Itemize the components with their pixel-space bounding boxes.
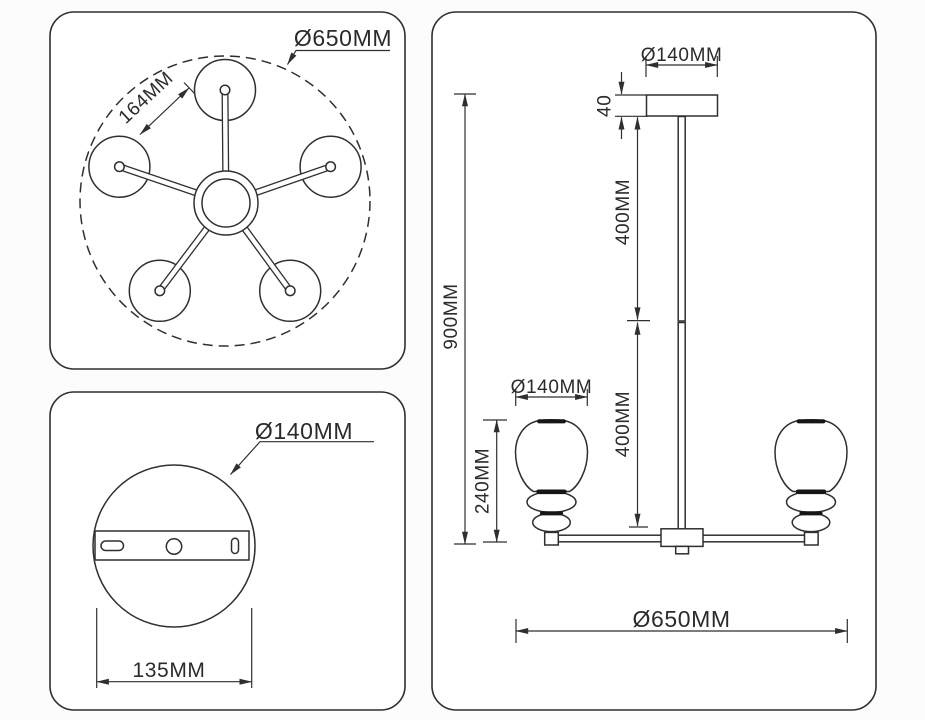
shade-right (774, 419, 848, 533)
socket-left (543, 531, 560, 546)
overall-width-label: Ø650MM (633, 606, 731, 632)
arm-tip-lower-left (154, 285, 166, 297)
rod-lower-segment (677, 321, 686, 531)
hub-finial (674, 545, 690, 555)
shade-right-lower-disc (791, 512, 831, 533)
shade-left-body (514, 419, 589, 493)
dim-canopy-height: 40 (595, 72, 648, 139)
canopy-diameter-side-label: Ø140MM (641, 45, 723, 66)
ceiling-canopy (645, 94, 719, 117)
canopy-diameter-label: Ø140MM (255, 418, 353, 444)
shade-left-top-cap (537, 419, 566, 424)
dim-canopy-diameter: Ø140MM (641, 45, 723, 77)
dim-lower-rod: 400MM (613, 322, 648, 528)
hole-spacing-label: 135MM (132, 659, 205, 682)
arm-tip-lower-right (284, 285, 296, 297)
panel-side-view: Ø140MM 40 400MM 400MM Ø140MM (431, 11, 877, 711)
shade-diameter-label: Ø140MM (511, 377, 593, 398)
arm-tip-upper-right (325, 161, 337, 173)
overall-diameter-label: Ø650MM (294, 25, 392, 51)
mounting-center-hole (165, 538, 183, 555)
dim-hole-spacing: 135MM (96, 608, 253, 688)
mounting-bar (94, 530, 250, 561)
shade-right-middle-disc (785, 490, 837, 514)
panel-mount-view: 135MM Ø140MM (49, 391, 406, 711)
shade-left (514, 419, 589, 533)
panel-top-view: 164MM Ø650MM (49, 11, 406, 370)
shade-right-body (774, 419, 848, 493)
dim-shade-diameter: Ø140MM (511, 377, 593, 406)
label-canopy-diameter-mount-view: Ø140MM (230, 418, 374, 475)
shade-height-label: 240MM (473, 448, 494, 514)
shade-left-middle-disc (526, 490, 577, 514)
total-height-label: 900MM (441, 283, 462, 349)
shade-left-lower-disc (531, 512, 572, 533)
mounting-slot-right (230, 537, 240, 555)
overall-diameter-dashed-circle (79, 55, 371, 347)
center-hub-body (660, 528, 704, 548)
shade-right-mid-cap (795, 489, 827, 495)
upper-rod-label: 400MM (613, 179, 634, 245)
socket-right (803, 531, 819, 546)
canopy-height-label: 40 (595, 95, 616, 117)
dim-total-height: 900MM (441, 93, 476, 545)
arm-tip-top (219, 84, 231, 96)
dim-upper-rod: 400MM (613, 116, 650, 322)
rod-upper-segment (677, 115, 686, 322)
shade-left-lower-cap (539, 511, 564, 516)
dim-overall-width: Ø650MM (515, 606, 848, 643)
shade-right-top-cap (796, 419, 826, 424)
lower-rod-label: 400MM (613, 391, 634, 457)
mounting-slot-left (100, 540, 125, 552)
label-overall-diameter-top-view: Ø650MM (286, 25, 392, 65)
hub-inner-circle (201, 178, 251, 228)
shade-left-mid-cap (536, 489, 567, 495)
dim-shade-height: 240MM (473, 419, 507, 543)
shade-right-lower-cap (799, 511, 823, 516)
arm-tip-upper-left (113, 161, 125, 173)
